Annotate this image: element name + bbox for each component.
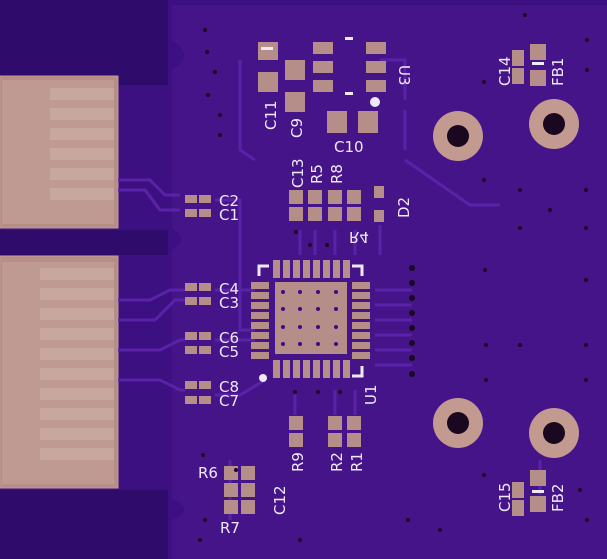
silk-marks [261,37,544,493]
label-c12: C12 [271,485,289,515]
copper-area [172,5,607,559]
label-c7: C7 [219,392,239,410]
vias [198,13,589,542]
smd-pads-bottom [224,416,546,516]
label-c14: C14 [496,56,514,86]
smd-pads-left [185,195,211,404]
label-c13: C13 [289,158,307,188]
label-c3: C3 [219,294,239,312]
label-c8: C8 [219,378,239,396]
label-c1: C1 [219,206,239,224]
label-c4: C4 [219,280,239,298]
label-c10: C10 [334,138,364,156]
mounting-holes [433,99,579,458]
edge-connector-bottom [0,255,119,489]
label-r6: R6 [198,464,218,482]
label-u1: U1 [362,384,380,405]
label-c15: C15 [496,482,514,512]
board-edge-bottom [0,490,168,559]
u1-package [251,260,370,382]
label-r7: R7 [220,519,240,537]
label-r8: R8 [328,164,346,184]
smd-pads-top [258,42,546,222]
label-r9: R9 [289,452,307,472]
label-r2: R2 [328,452,346,472]
board-edge-top [0,0,168,85]
board-edge-mid [0,230,168,255]
label-u3: U3 [395,65,413,86]
label-c9: C9 [288,118,306,138]
edge-connector-top [0,75,119,229]
label-r4: R4 [349,228,369,246]
label-d2: D2 [395,197,413,218]
label-c2: C2 [219,192,239,210]
label-c5: C5 [219,343,239,361]
label-r5: R5 [308,164,326,184]
label-c6: C6 [219,329,239,347]
label-fb1: FB1 [549,58,567,86]
label-r1: R1 [348,452,366,472]
label-c11: C11 [262,100,280,130]
label-fb2: FB2 [549,484,567,512]
